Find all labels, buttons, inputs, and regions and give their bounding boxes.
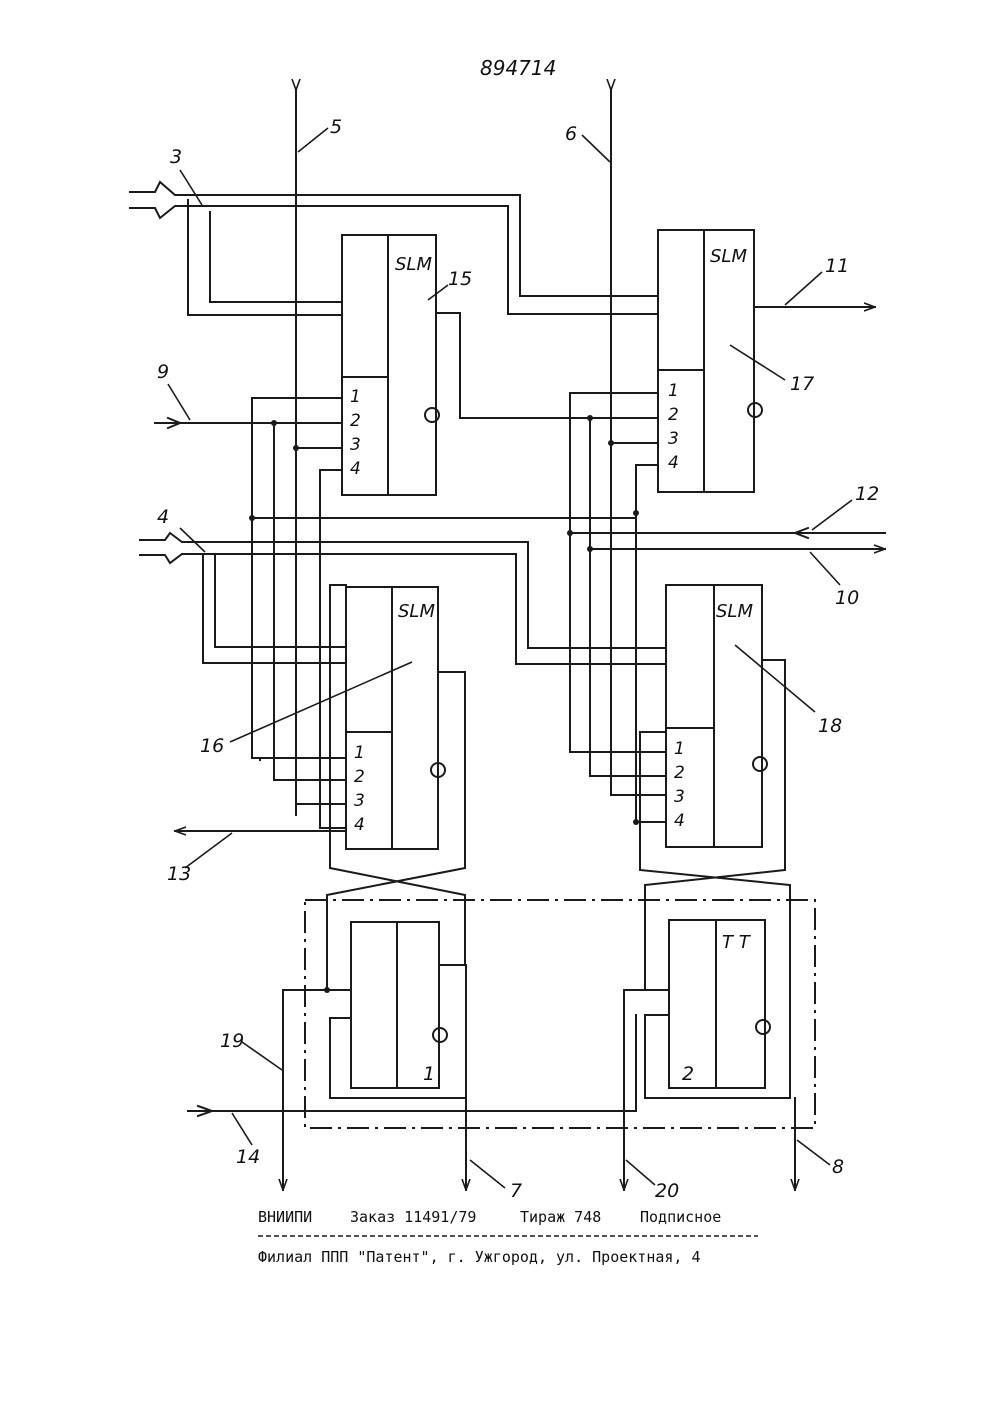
pin-label-4: 4 [668,453,679,473]
line-ref-6: 6 [565,123,577,145]
trigger-2-wiring [624,990,795,1190]
pin-label-4: 4 [350,459,361,479]
line-ref-8: 8 [832,1156,844,1178]
block-ref-16: 16 [200,735,224,757]
pin-label-3: 3 [668,429,679,449]
pin-label-1: 1 [668,381,679,401]
block-ref-18: 18 [818,715,842,737]
pin-label-2: 2 [674,763,685,783]
line-ref-9: 9 [157,361,169,383]
slm-block-16: SLM 1 2 3 4 [346,587,445,849]
line-ref-20: 20 [655,1180,679,1202]
block-type-label: SLM [710,246,747,267]
footer-branch: Филиал ППП "Патент", г. Ужгород, ул. Про… [258,1248,701,1266]
slm-block-17: SLM 1 2 3 4 [658,230,762,492]
pin-label-1: 1 [674,739,685,759]
trigger-block-2: T T 2 [669,920,770,1088]
line-ref-14: 14 [236,1146,260,1168]
slm-block-18: SLM 1 2 3 4 [666,585,767,847]
line-ref-12: 12 [855,483,879,505]
line-ref-3: 3 [170,146,182,168]
pin-label-2: 2 [350,411,361,431]
pin-label-1: 1 [350,387,361,407]
line-ref-5: 5 [330,116,342,138]
footer-org: ВНИИПИ [258,1208,312,1226]
line-ref-7: 7 [510,1180,522,1202]
block-ref-15: 15 [448,268,472,290]
link-15-to-17 [436,313,658,418]
pin-label-1: 1 [354,743,365,763]
wires-right-bundle [570,393,666,822]
block-type-label: SLM [716,601,753,622]
pin-label-3: 3 [350,435,361,455]
footer-order: Заказ 11491/79 [350,1208,476,1226]
line-ref-11: 11 [825,255,849,277]
line-ref-10: 10 [835,587,859,609]
block-type-label: SLM [395,254,432,275]
pin-label-3: 3 [354,791,365,811]
patent-number: 894714 [480,56,556,80]
bus-4 [140,533,666,664]
pin-label-3: 3 [674,787,685,807]
bus-3 [130,182,658,315]
pin-label-2: 2 [668,405,679,425]
trigger-block-1: 1 [351,922,447,1088]
trigger-type-label: T T [722,932,752,953]
trigger-ref-1: 1 [423,1063,435,1085]
line-ref-4: 4 [157,506,169,528]
footer-subscription: Подписное [640,1208,721,1226]
wires-left-bundle [252,398,636,828]
pin-label-2: 2 [354,767,365,787]
footer-circulation: Тираж 748 [520,1208,601,1226]
line-ref-19: 19 [220,1030,244,1052]
pin-label-4: 4 [354,815,365,835]
pin-label-4: 4 [674,811,685,831]
block-type-label: SLM [398,601,435,622]
trigger-ref-2: 2 [682,1063,694,1085]
slm-block-15: SLM 1 2 3 4 [342,235,439,495]
block-ref-17: 17 [790,373,814,395]
